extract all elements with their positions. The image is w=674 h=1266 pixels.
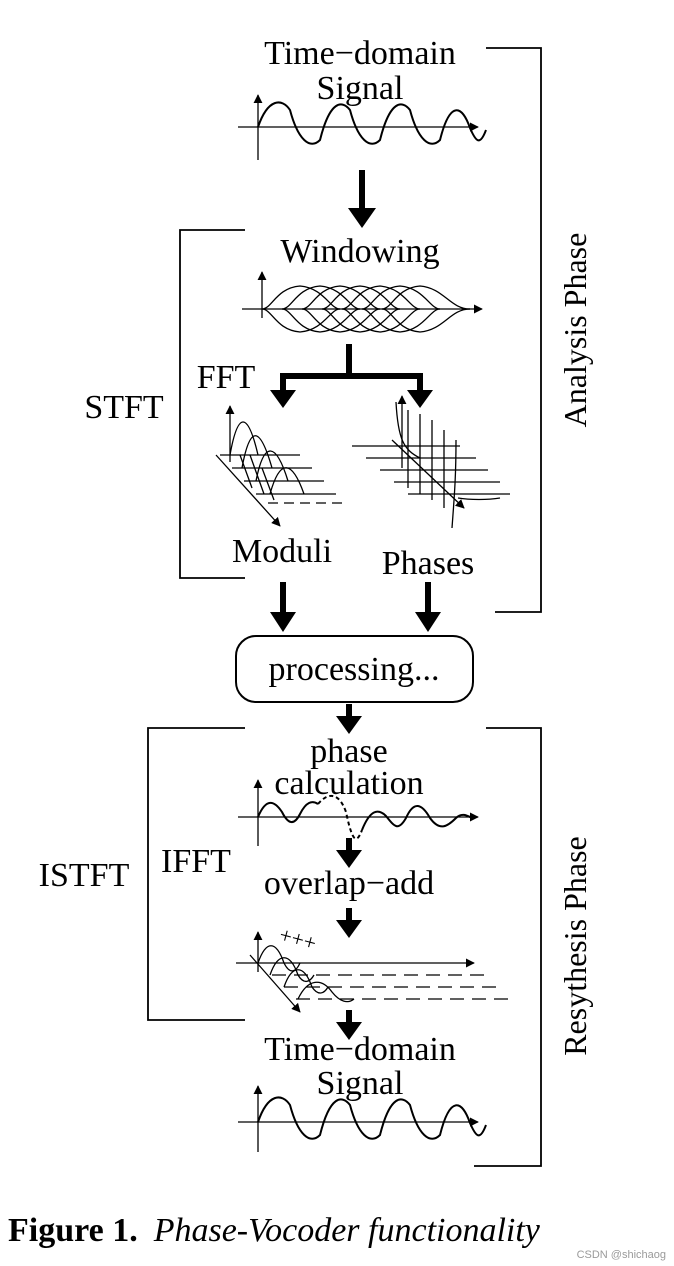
analysis-phase-label: Analysis Phase: [557, 233, 593, 428]
stft-label: STFT: [84, 389, 164, 426]
fft-split-arrows: [270, 344, 433, 408]
resynthesis-phase-label: Resythesis Phase: [557, 836, 593, 1056]
overlap-add-label: overlap−add: [264, 865, 434, 902]
ifft-label: IFFT: [161, 843, 231, 880]
processing-box: [235, 635, 474, 703]
phase-calc-label-line1: phase: [310, 733, 387, 770]
fft-label: FFT: [197, 359, 256, 396]
windowing-plot: [242, 271, 483, 333]
watermark: CSDN @shichaog: [577, 1249, 666, 1261]
moduli-label: Moduli: [232, 533, 332, 570]
moduli-plot: [215, 405, 344, 527]
arrow-to-phase-calculation: [336, 704, 362, 734]
figure-number: Figure 1.: [8, 1212, 138, 1249]
figure-title: Phase-Vocoder functionality: [153, 1212, 541, 1249]
arrows-to-processing: [270, 582, 441, 632]
bottom-signal-label-line2: Signal: [317, 1065, 404, 1102]
processing-label: processing...: [269, 651, 440, 688]
istft-bracket: [147, 727, 245, 1021]
stft-bracket: [179, 229, 245, 579]
arrow-to-windowing: [348, 170, 376, 228]
istft-label: ISTFT: [39, 857, 130, 894]
arrow-to-overlap-plot: [336, 908, 362, 938]
bottom-signal-label-line1: Time−domain: [264, 1031, 456, 1068]
figure-caption: Figure 1. Phase-Vocoder functionality: [8, 1212, 541, 1249]
top-signal-label-line2: Signal: [317, 70, 404, 107]
phases-plot: [352, 395, 510, 529]
phase-calculation-plot: [238, 779, 479, 846]
windowing-label: Windowing: [280, 233, 439, 270]
arrow-to-overlap-add: [336, 838, 362, 868]
resynthesis-bracket: [474, 727, 542, 1167]
overlap-plus-signs: +++: [277, 922, 319, 956]
phases-label: Phases: [382, 545, 475, 582]
analysis-bracket: [486, 47, 542, 613]
arrow-to-final-signal: [336, 1010, 362, 1040]
overlap-add-plot: [236, 931, 510, 1013]
top-signal-plot: [238, 94, 487, 160]
top-signal-label-line1: Time−domain: [264, 35, 456, 72]
phase-calc-label-line2: calculation: [274, 765, 423, 802]
bottom-signal-plot: [238, 1085, 487, 1152]
